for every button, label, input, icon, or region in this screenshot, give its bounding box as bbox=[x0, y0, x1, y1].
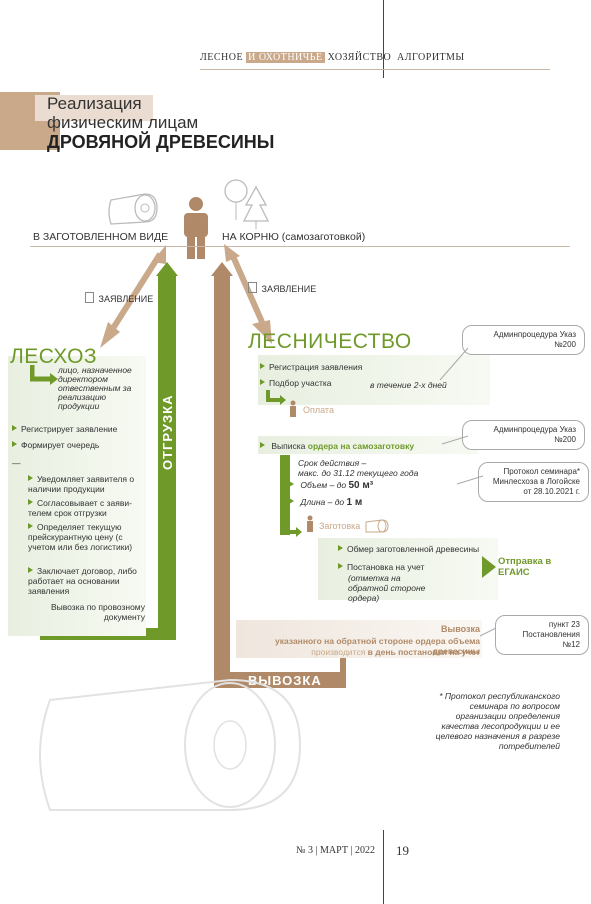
application-right: ЗАЯВЛЕНИЕ bbox=[248, 282, 316, 294]
log-icon bbox=[108, 193, 158, 225]
section-name: АЛГОРИТМЫ bbox=[397, 52, 465, 63]
small-log-icon bbox=[365, 519, 389, 533]
person-small-icon-2 bbox=[307, 515, 313, 532]
harvested-label: В ЗАГОТОВЛЕННОМ ВИДЕ bbox=[33, 231, 169, 243]
validity: Срок действия – макс. до 31.12 текущего … bbox=[298, 458, 419, 478]
top-divider bbox=[30, 246, 570, 247]
leskhoz-sub-2: Согласовывает с заяви-телем срок отгрузк… bbox=[28, 498, 143, 518]
footnote: * Протокол республиканского семинара по … bbox=[435, 691, 560, 751]
document-icon bbox=[248, 282, 257, 293]
person-small-icon bbox=[290, 400, 296, 417]
title-accent-block-light bbox=[35, 95, 153, 121]
removal-panel bbox=[236, 620, 482, 658]
leskhoz-item-1: Регистрирует заявление bbox=[12, 424, 117, 434]
egais-arrow bbox=[482, 556, 496, 578]
removal-label: ВЫВОЗКА bbox=[248, 673, 322, 688]
length: Длина – до 1 м bbox=[289, 497, 362, 508]
page-title-line3: ДРОВЯНОЙ ДРЕВЕСИНЫ bbox=[47, 132, 275, 152]
application-left: ЗАЯВЛЕНИЕ bbox=[85, 292, 153, 304]
page-number: 19 bbox=[396, 843, 409, 858]
callout-pointer-2 bbox=[441, 435, 469, 445]
leskhoz-item-2: Формирует очередь bbox=[12, 440, 99, 450]
callout-pointer-4 bbox=[479, 627, 497, 637]
on-root-label: НА КОРНЮ (самозаготовкой) bbox=[222, 231, 366, 243]
footer-divider bbox=[383, 830, 384, 904]
order-bar bbox=[280, 455, 290, 535]
payment-arrow-icon bbox=[266, 390, 286, 405]
step-register: Постановка на учет bbox=[338, 562, 424, 572]
egais-label: Отправка в ЕГАИС bbox=[498, 556, 552, 578]
leskhoz-dash: — bbox=[12, 458, 21, 468]
step-registration: Регистрация заявления bbox=[260, 362, 362, 372]
page-title-line2: физическим лицам bbox=[47, 113, 199, 132]
footer-issue: № 3 | МАРТ | 2022 bbox=[296, 845, 375, 856]
harvest-arrow-icon bbox=[283, 520, 302, 537]
callout-pointer-1 bbox=[439, 347, 469, 381]
leskhoz-note: лицо, назначенное директором отвественны… bbox=[58, 365, 132, 411]
leskhoz-arrow-icon bbox=[30, 365, 58, 385]
magazine-name: ЛЕСНОЕ И ОХОТНИЧЬЕ ХОЗЯЙСТВО bbox=[200, 52, 392, 63]
step-measure: Обмер заготовленной древесины bbox=[338, 544, 479, 554]
header-rule bbox=[200, 69, 550, 70]
removal-desc: указанного на обратной стороне ордера об… bbox=[275, 636, 480, 656]
step-order: Выписка ордера на самозаготовку bbox=[260, 441, 414, 451]
step-payment: Оплата bbox=[303, 405, 334, 415]
leskhoz-title: ЛЕСХОЗ bbox=[10, 345, 98, 368]
callout-pointer-3 bbox=[456, 475, 484, 485]
leskhoz-delivery: Вывозка по провозному документу bbox=[50, 602, 145, 622]
person-icon bbox=[184, 197, 208, 259]
page-title-line1: Реализация bbox=[47, 94, 142, 113]
trees-icon bbox=[224, 179, 270, 229]
lesnichestvo-title: ЛЕСНИЧЕСТВО bbox=[248, 330, 412, 353]
large-log-icon bbox=[39, 678, 302, 811]
header-divider bbox=[383, 0, 384, 78]
step-plot-selection: Подбор участка bbox=[260, 378, 331, 388]
step-two-days: в течение 2-х дней bbox=[370, 380, 447, 390]
step-harvest: Заготовка bbox=[319, 521, 361, 531]
removal-title: Вывозка bbox=[441, 624, 480, 634]
document-icon bbox=[85, 292, 94, 303]
callout-admin-2: Админпроцедура Указ №200 bbox=[462, 420, 585, 450]
leskhoz-sub-1: Уведомляет заявителя о наличии продукции bbox=[28, 474, 138, 494]
magazine-name-highlight: И ОХОТНИЧЬЕ bbox=[246, 52, 325, 63]
leskhoz-sub-4: Заключает договор, либо работает на осно… bbox=[28, 566, 137, 596]
shipment-label: ОТГРУЗКА bbox=[160, 394, 175, 470]
register-note: (отметка на обратной стороне ордера) bbox=[348, 573, 426, 603]
removal-when: производится в день постановки на учет bbox=[311, 647, 480, 657]
callout-protocol: Протокол семинара* Минлесхоза в Логойске… bbox=[478, 462, 589, 502]
volume: Объем – до 50 м³ bbox=[289, 480, 373, 491]
leskhoz-sub-3: Определяет текущую прейскурантную цену (… bbox=[28, 522, 138, 552]
callout-admin-1: Админпроцедура Указ №200 bbox=[462, 325, 585, 355]
callout-resolution: пункт 23 Постановления №12 bbox=[495, 615, 589, 655]
